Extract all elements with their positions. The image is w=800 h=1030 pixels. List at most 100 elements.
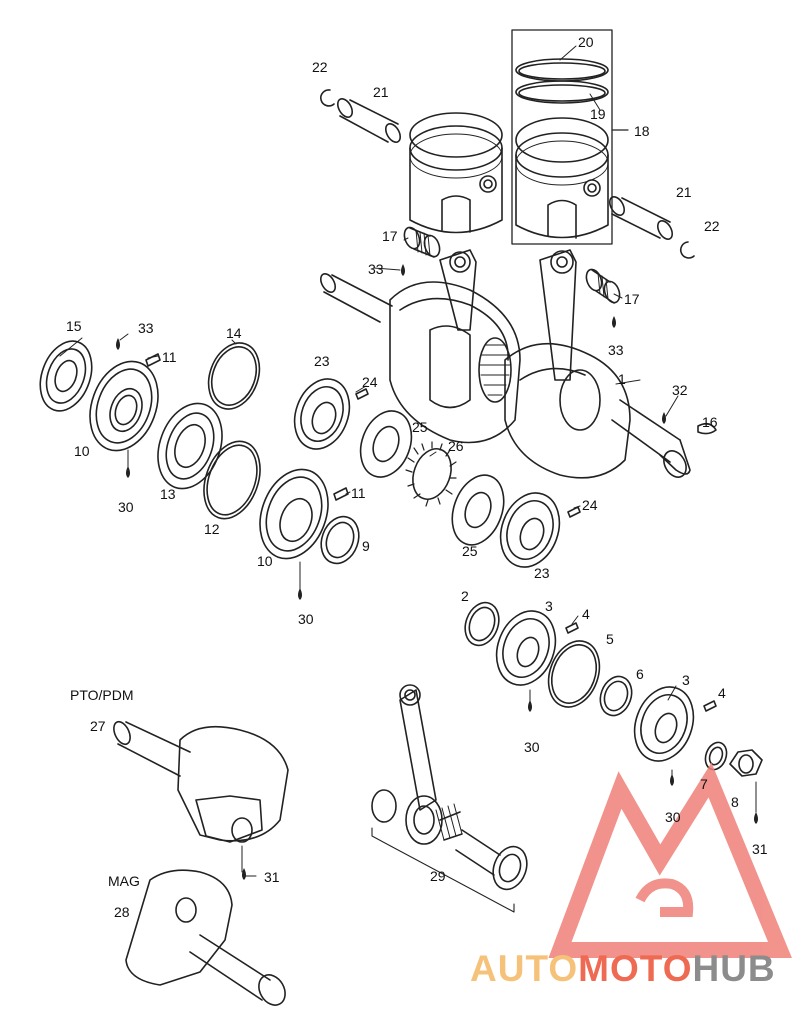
watermark-wordmark: AUTOMOTOHUB — [470, 948, 776, 990]
conrod-kit — [371, 684, 528, 913]
woodruff-key — [697, 422, 717, 435]
callout-17: 17 — [382, 228, 398, 244]
washer-25-lower — [451, 474, 505, 546]
callout-31: 31 — [752, 841, 768, 857]
needle-bearing-left — [403, 226, 441, 258]
callout-28: 28 — [114, 904, 130, 920]
piston-pin-right — [608, 196, 674, 240]
ball-bearing-3-upper — [495, 610, 557, 686]
section-label-mag: MAG — [108, 873, 140, 889]
callout-12: 12 — [204, 521, 220, 537]
lock-washer-7 — [704, 741, 728, 771]
ball-bearing-23-lower — [499, 492, 561, 568]
piston-ring-top — [515, 58, 609, 82]
callout-21: 21 — [373, 84, 389, 100]
callout-10: 10 — [257, 553, 273, 569]
callout-20: 20 — [578, 34, 594, 50]
oil-seal-15 — [39, 340, 93, 412]
washer-2 — [464, 601, 500, 647]
callout-16: 16 — [702, 414, 718, 430]
washer-6 — [599, 675, 633, 717]
pin-11-left — [145, 353, 161, 367]
pin-4-lower — [703, 700, 717, 712]
callout-22: 22 — [312, 59, 328, 75]
callout-32: 32 — [672, 382, 688, 398]
ball-bearing-3-lower — [633, 686, 695, 762]
automotohub-logo-mark — [548, 762, 792, 958]
callout-24: 24 — [362, 374, 378, 390]
ring-5 — [547, 640, 601, 708]
callout-19: 19 — [590, 106, 606, 122]
callout-5: 5 — [606, 631, 614, 647]
ring-14 — [207, 342, 261, 410]
watermark-word-moto: MOTO — [578, 948, 693, 989]
gear-26 — [405, 441, 457, 507]
callout-33: 33 — [138, 320, 154, 336]
pin-24-upper — [355, 388, 369, 400]
callout-3: 3 — [682, 672, 690, 688]
watermark-word-auto: AUTO — [470, 948, 579, 989]
callout-33: 33 — [368, 261, 384, 277]
watermark-word-hub: HUB — [692, 948, 776, 989]
callout-25: 25 — [412, 419, 428, 435]
callout-30: 30 — [524, 739, 540, 755]
oil-drop-markers — [116, 264, 758, 880]
washer-9 — [320, 515, 360, 565]
callout-13: 13 — [160, 486, 176, 502]
callout-22: 22 — [704, 218, 720, 234]
needle-bearing-right — [585, 268, 621, 304]
callout-14: 14 — [226, 325, 242, 341]
mag-crank-half — [125, 869, 286, 1006]
callout-1: 1 — [618, 371, 626, 387]
washer-25-upper — [359, 410, 413, 478]
section-label-pto: PTO/PDM — [70, 687, 134, 703]
callout-11: 11 — [162, 349, 177, 365]
callout-2: 2 — [461, 588, 469, 604]
callout-24: 24 — [582, 497, 598, 513]
callout-6: 6 — [636, 666, 644, 682]
piston-left — [409, 112, 503, 234]
callout-23: 23 — [314, 353, 330, 369]
callout-17: 17 — [624, 291, 640, 307]
callout-30: 30 — [298, 611, 314, 627]
callout-25: 25 — [462, 543, 478, 559]
callout-4: 4 — [582, 606, 590, 622]
callout-9: 9 — [362, 538, 370, 554]
callout-15: 15 — [66, 318, 82, 334]
piston-pin-left — [336, 98, 402, 143]
callout-23: 23 — [534, 565, 550, 581]
piston-kit-box — [511, 29, 613, 245]
callout-33: 33 — [608, 342, 624, 358]
pin-11-mid — [333, 487, 349, 501]
ball-bearing-10-mid — [259, 468, 329, 560]
callout-7: 7 — [700, 776, 708, 792]
callout-27: 27 — [90, 718, 106, 734]
ring-12 — [203, 440, 261, 520]
leader-lines — [59, 45, 757, 877]
callout-29: 29 — [430, 868, 446, 884]
piston-ring-bottom — [515, 80, 609, 104]
circlip-left — [320, 89, 335, 107]
callout-21: 21 — [676, 184, 692, 200]
callout-18: 18 — [634, 123, 650, 139]
callout-30: 30 — [665, 809, 681, 825]
callout-3: 3 — [545, 598, 553, 614]
piston-right — [515, 117, 609, 239]
crankshaft-assembly — [319, 249, 691, 479]
callout-26: 26 — [448, 438, 464, 454]
callout-8: 8 — [731, 794, 739, 810]
circlip-right — [679, 241, 695, 259]
callout-10: 10 — [74, 443, 90, 459]
callout-31: 31 — [264, 869, 280, 885]
pto-crank-half — [113, 720, 289, 843]
ball-bearing-23-upper — [293, 378, 351, 450]
ring-13 — [157, 402, 223, 490]
callout-11: 11 — [351, 485, 366, 501]
callout-4: 4 — [718, 685, 726, 701]
callout-30: 30 — [118, 499, 134, 515]
pin-24-lower — [567, 506, 581, 518]
pin-4-upper — [565, 622, 579, 634]
ball-bearing-10-left — [89, 360, 159, 452]
